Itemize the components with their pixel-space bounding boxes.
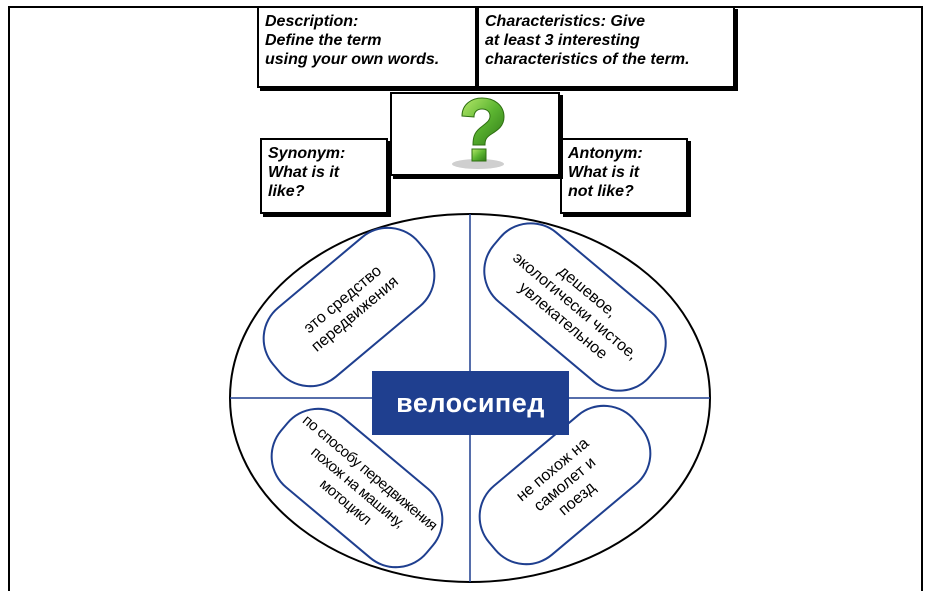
characteristics-box-line2: at least 3 interesting [485, 32, 640, 49]
antonym-box: Antonym: What is it not like? [560, 138, 688, 214]
synonym-box: Synonym: What is it like? [260, 138, 388, 214]
antonym-box-line2: What is it [568, 164, 640, 181]
synonym-box-line2: What is it [268, 164, 340, 181]
description-box: Description: Define the term using your … [257, 6, 477, 88]
antonym-box-line3: not like? [568, 183, 634, 200]
synonym-pill [270, 407, 444, 569]
antonym-box-line1: Antonym: [568, 145, 643, 162]
description-box-line2: Define the term [265, 32, 382, 49]
synonym-box-line3: like? [268, 183, 305, 200]
characteristics-box: Characteristics: Give at least 3 interes… [477, 6, 735, 88]
description-box-line3: using your own words. [265, 51, 440, 68]
characteristics-box-line1: Characteristics: Give [485, 13, 646, 30]
description-box-line1: Description: [265, 13, 359, 30]
term-label: велосипед [372, 371, 569, 435]
characteristics-box-line3: characteristics of the term. [485, 51, 690, 68]
question-mark-icon [452, 97, 505, 169]
antonym-pill [478, 404, 652, 566]
question-box [390, 92, 560, 176]
characteristics-pill [483, 222, 667, 392]
synonym-box-line1: Synonym: [268, 145, 346, 162]
description-pill [262, 226, 436, 388]
